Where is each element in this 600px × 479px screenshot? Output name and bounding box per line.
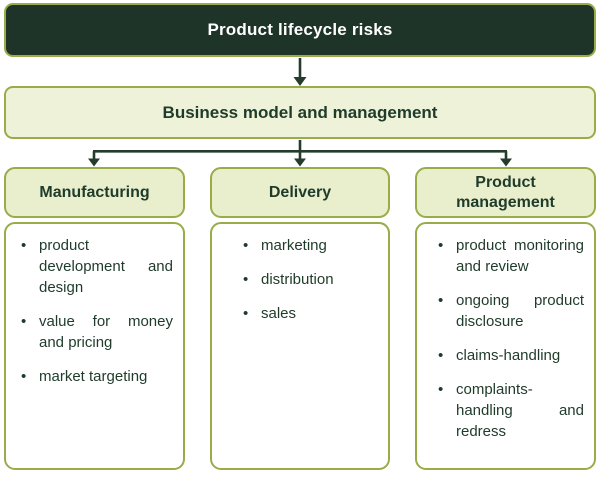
business-model-box: Business model and management — [4, 86, 596, 139]
list-item: ongoing product disclosure — [437, 290, 584, 332]
delivery-list: marketing distribution sales — [212, 224, 388, 324]
list-item: market targeting — [20, 366, 173, 387]
product-management-list: product monitoring and review ongoing pr… — [417, 224, 594, 442]
manufacturing-list: product development and design value for… — [6, 224, 183, 387]
list-item: product monitoring and review — [437, 235, 584, 277]
manufacturing-label: Manufacturing — [39, 183, 150, 201]
list-item: distribution — [242, 269, 378, 290]
list-item: marketing — [242, 235, 378, 256]
business-model-label: Business model and management — [162, 102, 438, 122]
product-management-label: Product management — [456, 173, 555, 211]
list-item: claims-handling — [437, 345, 584, 366]
list-item: value for money and pricing — [20, 311, 173, 353]
column-header-delivery: Delivery — [210, 167, 390, 218]
title-box: Product lifecycle risks — [4, 3, 596, 57]
column-header-product-management: Product management — [415, 167, 596, 218]
delivery-label: Delivery — [268, 183, 332, 201]
column-body-delivery: marketing distribution sales — [210, 222, 390, 470]
arrowhead-left-icon — [88, 158, 100, 167]
column-header-manufacturing: Manufacturing — [4, 167, 185, 218]
list-item: complaints-handling and redress — [437, 379, 584, 442]
arrowhead-top-icon — [293, 77, 307, 86]
diagram-title: Product lifecycle risks — [207, 20, 393, 39]
arrowhead-right-icon — [500, 158, 512, 167]
arrowhead-middle-icon — [294, 158, 306, 167]
column-body-manufacturing: product development and design value for… — [4, 222, 185, 470]
list-item: sales — [242, 303, 378, 324]
list-item: product development and design — [20, 235, 173, 298]
column-body-product-management: product monitoring and review ongoing pr… — [415, 222, 596, 470]
